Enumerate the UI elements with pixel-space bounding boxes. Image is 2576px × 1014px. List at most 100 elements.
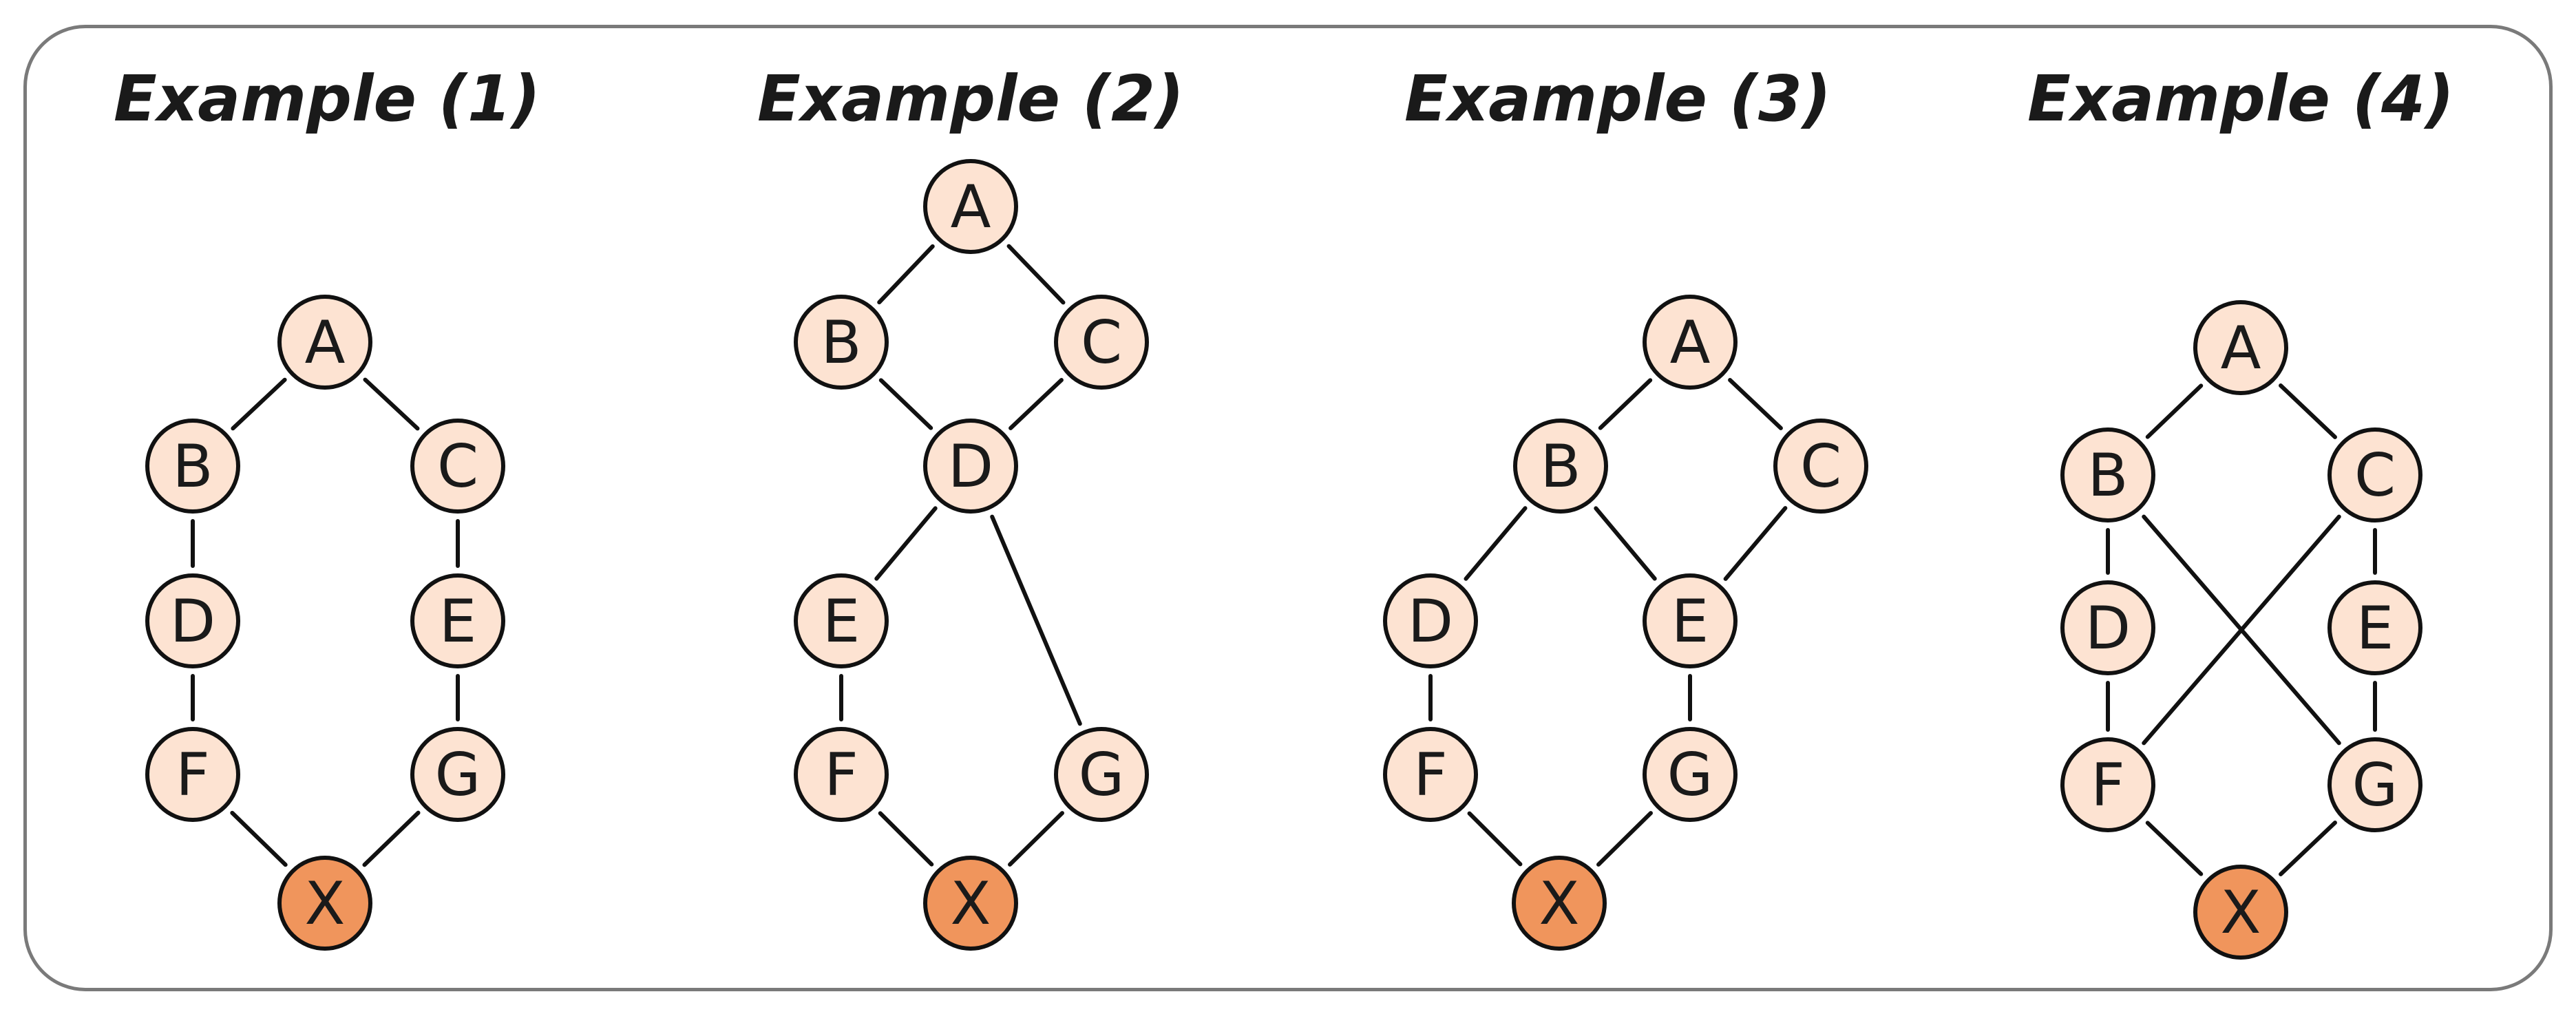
node-x: X: [1512, 856, 1607, 951]
node-c: C: [2327, 427, 2422, 522]
node-f: F: [2060, 737, 2155, 832]
node-circle: [410, 573, 505, 668]
node-circle: [794, 727, 889, 822]
example-4-title: Example (4): [2027, 62, 2454, 136]
node-label: D: [170, 587, 215, 656]
node-label: E: [1671, 587, 1709, 656]
node-label: A: [951, 173, 991, 242]
example-2-graph: AB CD E F G X: [794, 159, 1149, 951]
node-c: C: [1054, 295, 1149, 390]
example-1-graph: AB C D E F G X: [145, 295, 505, 951]
node-g: G: [1054, 727, 1149, 822]
node-label: C: [437, 432, 478, 501]
edge-a-c: [2279, 383, 2337, 439]
node-e: E: [794, 573, 889, 668]
edge-a-b: [231, 377, 287, 431]
node-circle: [2327, 737, 2422, 832]
node-label: D: [948, 432, 993, 501]
node-label: D: [1408, 587, 1453, 656]
node-circle: [2327, 580, 2422, 675]
node-label: X: [1539, 869, 1580, 938]
node-circle: [1054, 727, 1149, 822]
example-3-graph: AB C D E F G X: [1383, 295, 1868, 951]
node-circle: [923, 159, 1018, 254]
node-e: E: [410, 573, 505, 668]
node-label: F: [1413, 741, 1447, 810]
node-label: F: [2091, 751, 2124, 820]
node-circle: [2193, 865, 2288, 960]
node-label: G: [1667, 741, 1713, 810]
node-circle: [1513, 419, 1608, 514]
edge-d-e: [874, 506, 938, 581]
edge-f-x: [2145, 821, 2204, 876]
node-circle: [410, 727, 505, 822]
node-circle: [277, 295, 372, 390]
node-b: B: [2060, 427, 2155, 522]
edge-f-x: [230, 810, 288, 867]
node-label: G: [2352, 751, 2398, 820]
node-g: G: [2327, 737, 2422, 832]
node-circle: [1643, 727, 1738, 822]
node-label: B: [1541, 432, 1581, 501]
edge-a-c: [363, 377, 420, 431]
node-a: A: [1643, 295, 1738, 390]
node-c: C: [410, 419, 505, 514]
node-circle: [1054, 295, 1149, 390]
node-circle: [1643, 295, 1738, 390]
example-1-title: Example (1): [114, 62, 540, 136]
edge-f-x: [878, 811, 934, 867]
node-circle: [1512, 856, 1607, 951]
node-label: X: [305, 869, 346, 938]
node-a: A: [277, 295, 372, 390]
node-label: G: [435, 741, 481, 810]
node-b: B: [794, 295, 889, 390]
node-e: E: [1643, 573, 1738, 668]
node-circle: [1383, 573, 1478, 668]
node-label: C: [1800, 432, 1841, 501]
node-f: F: [1383, 727, 1478, 822]
edge-g-x: [1596, 811, 1653, 867]
node-circle: [410, 419, 505, 514]
node-label: B: [173, 432, 213, 501]
node-b: B: [1513, 419, 1608, 514]
node-label: E: [2356, 594, 2394, 663]
node-e: E: [2327, 580, 2422, 675]
node-d: D: [145, 573, 240, 668]
edge-a-b: [877, 244, 935, 305]
node-circle: [145, 419, 240, 514]
node-circle: [2060, 427, 2155, 522]
node-d: D: [2060, 580, 2155, 675]
node-label: X: [951, 869, 991, 938]
edge-b-d: [878, 378, 933, 430]
node-circle: [2060, 580, 2155, 675]
node-label: E: [823, 587, 860, 656]
node-label: C: [2354, 441, 2396, 510]
example-3-title: Example (3): [1404, 62, 1831, 136]
node-circle: [794, 573, 889, 668]
node-x: X: [923, 856, 1018, 951]
node-label: G: [1079, 741, 1125, 810]
node-label: F: [176, 741, 209, 810]
node-x: X: [277, 856, 372, 951]
edge-g-x: [362, 810, 421, 867]
node-circle: [1383, 727, 1478, 822]
example-2-title: Example (2): [757, 62, 1184, 136]
node-circle: [277, 856, 372, 951]
node-b: B: [145, 419, 240, 514]
node-x: X: [2193, 865, 2288, 960]
node-circle: [145, 573, 240, 668]
node-f: F: [794, 727, 889, 822]
edge-c-f: [2142, 514, 2341, 746]
node-circle: [1643, 573, 1738, 668]
edge-a-c: [1006, 244, 1066, 305]
node-circle: [2193, 300, 2288, 395]
node-label: E: [439, 587, 476, 656]
node-g: G: [410, 727, 505, 822]
edge-a-b: [2145, 383, 2204, 439]
node-circle: [1773, 419, 1868, 514]
node-label: F: [824, 741, 858, 810]
edge-c-d: [1009, 378, 1064, 430]
edge-g-x: [1008, 811, 1064, 867]
